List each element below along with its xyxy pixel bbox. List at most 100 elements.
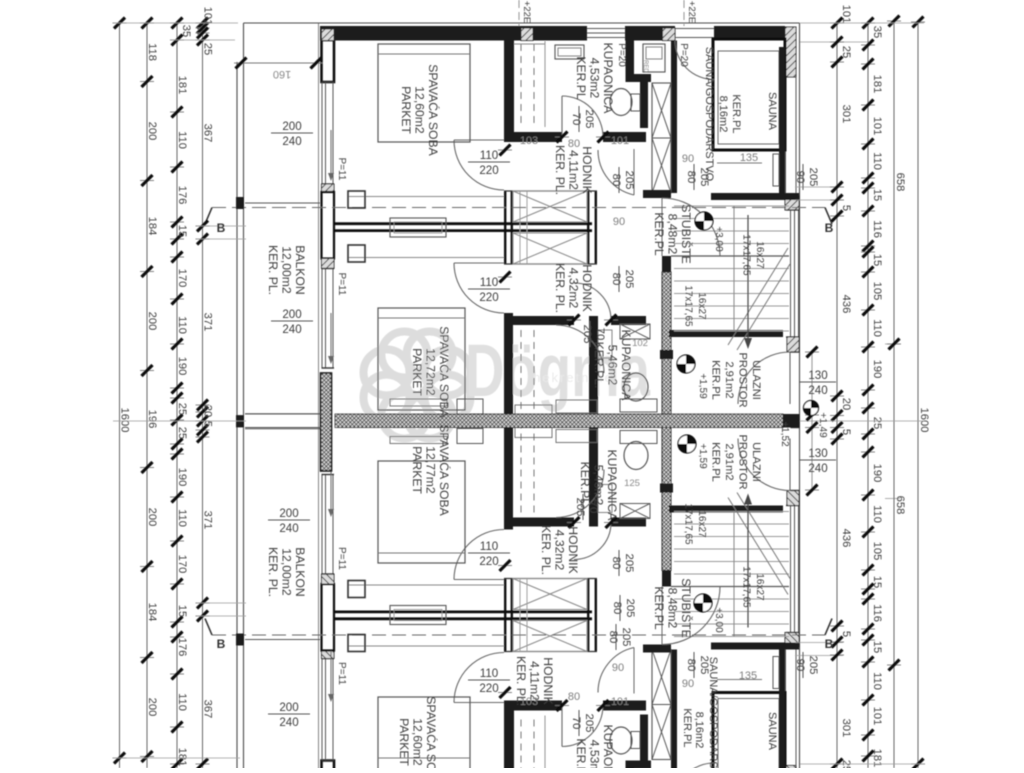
- svg-text:205: 205: [581, 324, 593, 343]
- svg-text:240: 240: [808, 462, 827, 475]
- svg-text:+1,49: +1,49: [817, 412, 828, 438]
- svg-text:P=20: P=20: [678, 43, 689, 67]
- svg-text:P=11: P=11: [336, 158, 347, 181]
- svg-text:205: 205: [583, 109, 595, 128]
- svg-text:200: 200: [282, 120, 301, 133]
- svg-text:P=11: P=11: [336, 662, 347, 685]
- svg-text:90: 90: [682, 153, 694, 165]
- svg-text:SAUNA: SAUNA: [766, 712, 778, 751]
- svg-text:105: 105: [871, 542, 883, 561]
- svg-text:190: 190: [871, 360, 883, 379]
- svg-text:102: 102: [632, 338, 648, 349]
- svg-text:STUBIŠTE: STUBIŠTE: [679, 578, 694, 638]
- svg-text:12,00m2: 12,00m2: [280, 548, 294, 596]
- svg-text:176: 176: [176, 186, 188, 205]
- svg-text:12,60m2: 12,60m2: [411, 718, 425, 766]
- svg-text:110: 110: [176, 316, 188, 334]
- svg-text:KER.PL.: KER.PL.: [592, 342, 606, 389]
- svg-text:205: 205: [583, 713, 595, 732]
- svg-text:+3,00: +3,00: [713, 607, 724, 633]
- svg-text:17x17,65: 17x17,65: [683, 285, 694, 327]
- svg-text:16x27: 16x27: [696, 510, 707, 538]
- svg-text:P=11: P=11: [336, 547, 347, 570]
- svg-text:4,32m2: 4,32m2: [567, 268, 581, 309]
- svg-text:5,46m2: 5,46m2: [592, 465, 606, 506]
- svg-text:B: B: [825, 221, 834, 235]
- svg-text:301: 301: [840, 105, 852, 124]
- svg-text:12,60m2: 12,60m2: [413, 86, 427, 134]
- svg-text:KUPAONICA: KUPAONICA: [619, 330, 633, 402]
- svg-text:184: 184: [146, 603, 158, 622]
- svg-text:16x27: 16x27: [754, 241, 765, 269]
- svg-text:KUPAONICA: KUPAONICA: [601, 725, 615, 768]
- svg-text:5: 5: [840, 631, 852, 637]
- svg-text:BALKON: BALKON: [293, 547, 307, 596]
- svg-text:KER.PL: KER.PL: [681, 708, 693, 747]
- svg-text:110: 110: [480, 149, 498, 162]
- svg-text:110: 110: [871, 505, 883, 523]
- svg-text:205: 205: [807, 167, 819, 186]
- svg-text:KUPAONICA: KUPAONICA: [605, 450, 619, 522]
- svg-text:181: 181: [871, 749, 883, 768]
- svg-text:KER.PL: KER.PL: [652, 586, 666, 630]
- svg-text:HODNIK: HODNIK: [566, 526, 580, 573]
- svg-text:Dögma: Dögma: [465, 329, 651, 412]
- svg-text:110: 110: [176, 509, 188, 527]
- svg-text:205: 205: [623, 269, 635, 288]
- svg-text:KER. PL.: KER. PL.: [553, 145, 567, 195]
- svg-text:80: 80: [610, 273, 622, 286]
- svg-text:KER.PL: KER.PL: [710, 360, 722, 400]
- svg-text:B: B: [217, 221, 226, 235]
- svg-text:KER. PL.: KER. PL.: [266, 245, 280, 295]
- svg-text:SPAVAĆA SOBA: SPAVAĆA SOBA: [424, 696, 439, 768]
- svg-text:KER. PL.: KER. PL.: [266, 547, 280, 597]
- svg-text:200: 200: [279, 507, 298, 520]
- svg-text:70: 70: [570, 113, 582, 126]
- svg-text:200: 200: [282, 308, 301, 321]
- svg-text:SPAVAĆA SOBA: SPAVAĆA SOBA: [437, 424, 452, 516]
- svg-text:205: 205: [620, 627, 632, 646]
- svg-text:240: 240: [279, 716, 298, 729]
- svg-text:4,11m2: 4,11m2: [528, 661, 542, 701]
- svg-text:110: 110: [480, 667, 498, 680]
- svg-text:80: 80: [685, 659, 697, 672]
- svg-text:KER. PL.: KER. PL.: [553, 263, 567, 313]
- svg-text:181: 181: [871, 75, 883, 94]
- svg-text:205: 205: [807, 655, 819, 674]
- svg-text:200: 200: [146, 122, 158, 141]
- svg-text:15: 15: [176, 225, 188, 237]
- svg-text:20: 20: [202, 405, 214, 417]
- svg-text:15: 15: [871, 254, 883, 266]
- svg-text:4,53m2: 4,53m2: [588, 58, 602, 99]
- svg-text:110: 110: [480, 276, 498, 289]
- svg-text:RED: RED: [642, 60, 648, 73]
- svg-text:8,16m2: 8,16m2: [717, 96, 729, 133]
- svg-text:25: 25: [176, 403, 188, 415]
- svg-text:90: 90: [682, 678, 694, 690]
- svg-text:90: 90: [794, 659, 806, 672]
- svg-text:5: 5: [840, 205, 852, 211]
- svg-text:371: 371: [202, 313, 214, 332]
- svg-text:SAUNA/GOSPODARSTVO: SAUNA/GOSPODARSTVO: [703, 47, 715, 182]
- svg-text:103: 103: [520, 135, 538, 147]
- svg-text:70: 70: [594, 328, 606, 341]
- svg-text:2,91m2: 2,91m2: [723, 361, 735, 398]
- svg-text:436: 436: [840, 529, 852, 548]
- svg-text:B: B: [217, 637, 226, 651]
- svg-text:KER.PL: KER.PL: [710, 442, 722, 482]
- svg-text:658: 658: [894, 173, 906, 192]
- svg-text:8,48m2: 8,48m2: [666, 588, 680, 629]
- svg-text:20: 20: [840, 398, 852, 410]
- svg-text:301: 301: [840, 719, 852, 738]
- svg-text:90: 90: [794, 171, 806, 184]
- svg-text:130: 130: [808, 369, 827, 382]
- svg-text:25: 25: [176, 427, 188, 439]
- svg-text:116: 116: [871, 220, 883, 238]
- svg-text:HODNIK: HODNIK: [580, 264, 594, 311]
- svg-text:B: B: [825, 637, 834, 651]
- svg-text:371: 371: [202, 511, 214, 530]
- svg-text:80: 80: [568, 691, 580, 703]
- svg-text:436: 436: [840, 295, 852, 314]
- svg-text:110: 110: [480, 540, 498, 553]
- svg-text:KER.PL: KER.PL: [730, 94, 742, 133]
